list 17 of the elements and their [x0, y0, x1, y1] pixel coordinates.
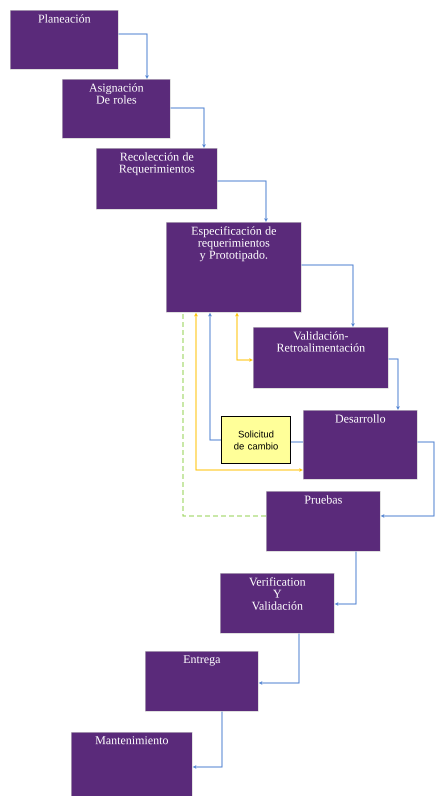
process-box: Especificación de requerimientos y Prototipado. [166, 222, 302, 313]
process-box: Recolección de Requerimientos [96, 148, 218, 210]
process-box: Validación-Retroalimentación [253, 327, 389, 389]
process-box: Mantenimiento [71, 732, 193, 796]
process-box: Verification Y Validación [220, 573, 335, 634]
process-box: Asignación De roles [62, 79, 171, 139]
arrow [388, 358, 400, 410]
arrow [217, 180, 268, 222]
process-box: Desarrollo [303, 410, 418, 480]
note-box: Solicitud de cambio [221, 416, 291, 464]
process-box: Planeación [10, 10, 119, 70]
arrow [301, 264, 356, 327]
dashed-line [182, 312, 266, 516]
process-box: Pruebas [266, 491, 381, 552]
arrow [118, 34, 150, 79]
process-box: Entrega [145, 651, 259, 712]
arrow [170, 108, 206, 148]
